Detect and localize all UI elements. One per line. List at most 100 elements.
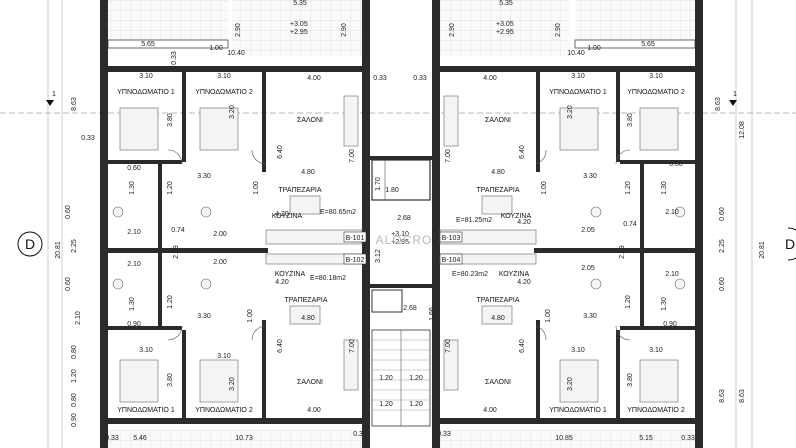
svg-text:5.35: 5.35	[293, 0, 307, 7]
svg-text:0.80: 0.80	[71, 345, 78, 359]
svg-text:0.33: 0.33	[171, 51, 178, 65]
svg-text:0.60: 0.60	[719, 277, 726, 291]
level-tr-b: +2.95	[496, 29, 514, 36]
room-bedroom2-tr: ΥΠΝΟΔΩΜΑΤΙΟ 2	[627, 89, 685, 96]
svg-text:0.90: 0.90	[71, 413, 78, 427]
svg-text:0.74: 0.74	[623, 221, 637, 228]
svg-text:1.20: 1.20	[167, 295, 174, 309]
svg-text:1.20: 1.20	[71, 369, 78, 383]
svg-text:0.60: 0.60	[127, 165, 141, 172]
svg-text:3.20: 3.20	[567, 377, 574, 391]
svg-text:3.80: 3.80	[627, 373, 634, 387]
svg-text:10.85: 10.85	[555, 435, 573, 442]
room-bedroom2-br: ΥΠΝΟΔΩΜΑΤΙΟ 2	[627, 407, 685, 414]
room-labels: ΥΠΝΟΔΩΜΑΤΙΟ 1 ΥΠΝΟΔΩΜΑΤΙΟ 2 ΣΑΛΟΝΙ ΤΡΑΠΕ…	[117, 89, 685, 414]
svg-text:4.80: 4.80	[301, 169, 315, 176]
svg-text:3.20: 3.20	[567, 105, 574, 119]
svg-text:0.74: 0.74	[171, 227, 185, 234]
room-kitchen-tl: ΚΟΥΖΙΝΑ	[272, 213, 303, 220]
svg-text:4.20: 4.20	[517, 219, 531, 226]
svg-text:2.19: 2.19	[173, 245, 180, 259]
unit-b102: B-102	[346, 257, 365, 264]
svg-text:1.20: 1.20	[625, 181, 632, 195]
svg-text:0.33: 0.33	[105, 435, 119, 442]
room-bedroom2-tl: ΥΠΝΟΔΩΜΑΤΙΟ 2	[195, 89, 253, 96]
svg-text:1.00: 1.00	[587, 45, 601, 52]
room-bedroom1-br: ΥΠΝΟΔΩΜΑΤΙΟ 1	[549, 407, 607, 414]
svg-text:5.46: 5.46	[133, 435, 147, 442]
svg-text:2.25: 2.25	[71, 239, 78, 253]
svg-text:10.40: 10.40	[227, 50, 245, 57]
svg-text:1.00: 1.00	[209, 45, 223, 52]
svg-text:3.10: 3.10	[139, 347, 153, 354]
unit-tags: B-101 B-103 B-102 B-104 E=80.65m2 E=81.2…	[310, 209, 492, 282]
room-dining-br: ΤΡΑΠΕΖΑΡΙΑ	[476, 297, 519, 304]
staircase	[371, 159, 431, 427]
svg-text:4.20: 4.20	[275, 279, 289, 286]
svg-text:4.80: 4.80	[301, 315, 315, 322]
area-tl: E=80.65m2	[320, 209, 356, 216]
svg-text:2.10: 2.10	[127, 229, 141, 236]
svg-text:4.80: 4.80	[491, 315, 505, 322]
svg-text:0.60: 0.60	[65, 205, 72, 219]
room-bedroom1-tr: ΥΠΝΟΔΩΜΑΤΙΟ 1	[549, 89, 607, 96]
svg-text:2.05: 2.05	[581, 265, 595, 272]
svg-text:1.00: 1.00	[253, 181, 260, 195]
svg-text:2.68: 2.68	[397, 215, 411, 222]
unit-b101: B-101	[346, 235, 365, 242]
svg-text:3.10: 3.10	[649, 347, 663, 354]
room-living-bl: ΣΑΛΟΝΙ	[297, 379, 323, 386]
svg-text:8.63: 8.63	[739, 389, 746, 403]
svg-text:3.30: 3.30	[197, 313, 211, 320]
svg-text:1.70: 1.70	[375, 177, 382, 191]
svg-text:3.30: 3.30	[197, 173, 211, 180]
svg-text:2.10: 2.10	[665, 209, 679, 216]
svg-text:3.10: 3.10	[571, 73, 585, 80]
svg-text:1.20: 1.20	[625, 295, 632, 309]
svg-text:6.40: 6.40	[277, 339, 284, 353]
svg-text:5.65: 5.65	[141, 41, 155, 48]
room-kitchen-bl: ΚΟΥΖΙΝΑ	[275, 271, 306, 278]
svg-text:5.35: 5.35	[499, 0, 513, 7]
room-kitchen-tr: ΚΟΥΖΙΝΑ	[501, 213, 532, 220]
unit-b104: B-104	[442, 257, 461, 264]
svg-text:10.40: 10.40	[567, 50, 585, 57]
svg-text:1.20: 1.20	[379, 401, 393, 408]
door-swings	[167, 149, 631, 341]
svg-text:1.20: 1.20	[409, 401, 423, 408]
furniture	[112, 95, 686, 403]
svg-text:3.10: 3.10	[217, 353, 231, 360]
svg-text:12.08: 12.08	[739, 121, 746, 139]
svg-text:0.60: 0.60	[65, 277, 72, 291]
svg-text:2.00: 2.00	[213, 259, 227, 266]
balcony-bottom	[108, 430, 696, 448]
svg-text:1.30: 1.30	[661, 297, 668, 311]
svg-text:3.30: 3.30	[583, 173, 597, 180]
room-dining-bl: ΤΡΑΠΕΖΑΡΙΑ	[284, 297, 327, 304]
room-dining-tl: ΤΡΑΠΕΖΑΡΙΑ	[278, 187, 321, 194]
svg-text:6.40: 6.40	[277, 145, 284, 159]
svg-text:2.90: 2.90	[449, 23, 456, 37]
room-living-br: ΣΑΛΟΝΙ	[485, 379, 511, 386]
svg-text:0.33: 0.33	[373, 75, 387, 82]
svg-text:6.40: 6.40	[519, 145, 526, 159]
svg-text:1.66: 1.66	[429, 307, 436, 321]
svg-text:2.25: 2.25	[719, 239, 726, 253]
room-kitchen-br: ΚΟΥΖΙΝΑ	[499, 271, 530, 278]
svg-text:1.30: 1.30	[661, 181, 668, 195]
svg-text:0.33: 0.33	[353, 431, 367, 438]
axis-right-label: D	[785, 236, 795, 252]
svg-text:3.80: 3.80	[627, 113, 634, 127]
svg-text:3.10: 3.10	[571, 347, 585, 354]
svg-text:5.65: 5.65	[641, 41, 655, 48]
svg-text:5.15: 5.15	[639, 435, 653, 442]
svg-text:2.19: 2.19	[619, 245, 626, 259]
svg-text:20.81: 20.81	[55, 241, 62, 259]
svg-text:4.20: 4.20	[517, 279, 531, 286]
svg-text:8.63: 8.63	[719, 389, 726, 403]
svg-text:1.20: 1.20	[379, 375, 393, 382]
room-bedroom1-tl: ΥΠΝΟΔΩΜΑΤΙΟ 1	[117, 89, 175, 96]
balcony-top-left	[107, 0, 362, 56]
area-br: E=80.23m2	[452, 271, 488, 278]
